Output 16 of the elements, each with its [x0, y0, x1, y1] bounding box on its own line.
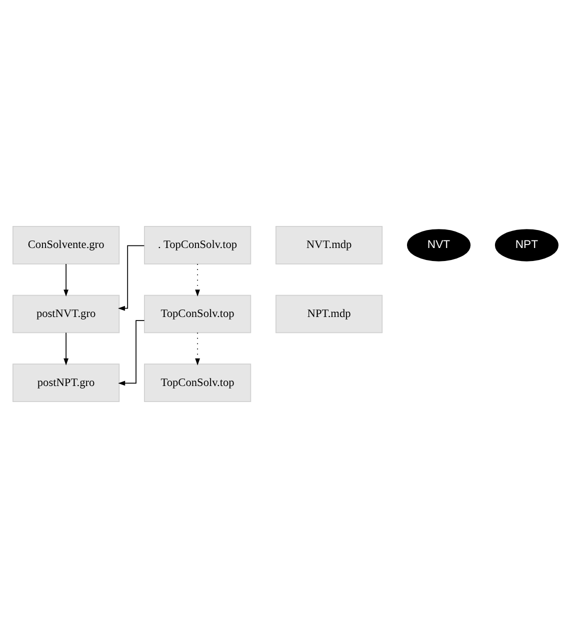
node-box: . TopConSolv.top	[144, 226, 252, 264]
arrow	[195, 263, 200, 296]
node-ellipse: NPT	[494, 228, 558, 261]
arrow	[118, 320, 145, 386]
node-box: NVT.mdp	[275, 226, 383, 264]
arrow	[118, 244, 145, 310]
node-box: postNPT.gro	[12, 363, 120, 402]
node-box: NPT.mdp	[275, 294, 383, 333]
node-box: TopConSolv.top	[144, 294, 252, 333]
node-box: ConSolvente.gro	[12, 226, 120, 264]
arrow	[64, 263, 68, 296]
arrow	[64, 332, 68, 365]
arrow	[195, 332, 200, 365]
node-box: postNVT.gro	[12, 294, 120, 333]
node-box: TopConSolv.top	[144, 363, 252, 402]
node-ellipse: NVT	[406, 228, 471, 261]
